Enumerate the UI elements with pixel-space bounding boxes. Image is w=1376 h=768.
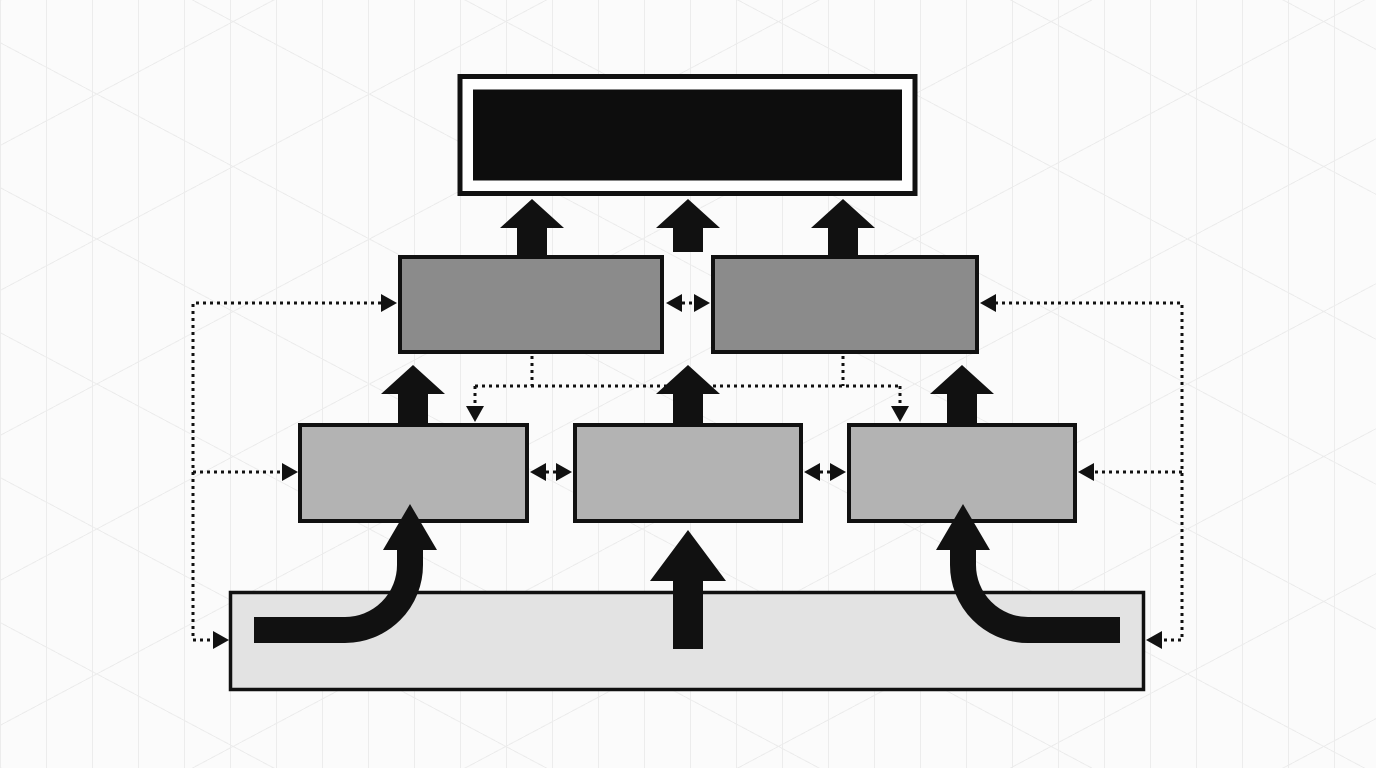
arrow-mid-right-to-top xyxy=(811,199,875,256)
dotted-link-low-mid-low-right xyxy=(804,463,846,481)
node-mid-left xyxy=(398,255,664,354)
arrowhead-into-low-left-icon xyxy=(282,463,298,481)
arrowhead-right-icon xyxy=(694,294,710,312)
arrow-mid-gap-to-top xyxy=(656,199,720,252)
dotted-link-mid-left-mid-right xyxy=(666,294,710,312)
dotted-left-bus-line xyxy=(191,301,381,642)
arrowhead-into-mid-left-icon xyxy=(381,294,397,312)
arrow-low-right-to-mid-right xyxy=(930,365,994,425)
arrow-base-to-low-right xyxy=(936,504,1120,643)
arrowhead-into-low-right-icon xyxy=(1078,463,1094,481)
dotted-link-low-left-low-mid xyxy=(530,463,572,481)
node-top xyxy=(457,74,918,196)
arrow-low-left-to-mid-left xyxy=(381,365,445,425)
arrow-low-mid-to-mid-gap xyxy=(656,365,720,425)
arrow-base-to-low-mid xyxy=(650,530,726,649)
node-low-mid xyxy=(573,423,803,523)
arrowhead-into-base-left-icon xyxy=(213,631,229,649)
arrowhead-left-icon xyxy=(804,463,820,481)
node-low-left xyxy=(298,423,529,523)
arrow-mid-left-to-top xyxy=(500,199,564,256)
node-low-right xyxy=(847,423,1077,523)
arrowhead-down-into-low-left-icon xyxy=(466,406,484,422)
arrowhead-left-icon xyxy=(666,294,682,312)
arrow-base-right-curve xyxy=(950,549,1120,643)
arrowhead-right-icon xyxy=(556,463,572,481)
dotted-right-bus-line xyxy=(995,301,1184,642)
arrow-base-left-curve xyxy=(254,549,423,643)
arrow-base-to-low-left xyxy=(254,504,437,643)
dotted-right-bus xyxy=(980,294,1184,649)
node-top-inner-fill xyxy=(473,89,902,181)
arrowhead-right-icon xyxy=(830,463,846,481)
arrowhead-into-mid-right-icon xyxy=(980,294,996,312)
arrowhead-into-base-right-icon xyxy=(1146,631,1162,649)
dotted-left-bus xyxy=(191,294,397,649)
arrow-base-right-head-icon xyxy=(936,504,990,550)
node-mid-right xyxy=(711,255,979,354)
arrowhead-down-into-low-right-icon xyxy=(891,406,909,422)
arrowhead-left-icon xyxy=(530,463,546,481)
arrow-base-left-head-icon xyxy=(383,504,437,550)
